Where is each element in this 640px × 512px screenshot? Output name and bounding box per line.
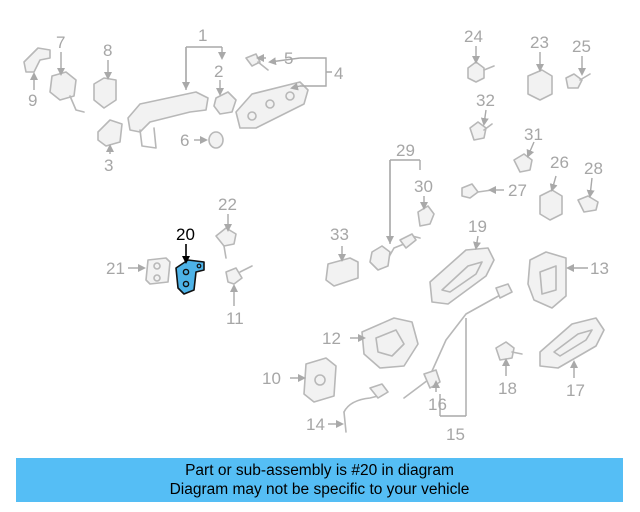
part-4-handle-base — [235, 81, 309, 129]
part-11-bolt — [225, 265, 253, 285]
callout-26: 26 — [550, 153, 569, 172]
callout-1: 1 — [198, 26, 207, 45]
part-8-cap — [93, 77, 117, 109]
callout-7: 7 — [56, 33, 65, 52]
callout-11: 11 — [226, 309, 244, 328]
part-6-grommet — [208, 131, 224, 149]
callout-10: 10 — [262, 369, 281, 388]
callout-15: 15 — [446, 425, 465, 444]
part-33-block — [325, 257, 359, 287]
callout-22: 22 — [218, 195, 237, 214]
part-28-bolt — [577, 195, 599, 213]
part-24-bolt — [467, 61, 495, 83]
caption-banner: Part or sub-assembly is #20 in diagram D… — [16, 458, 623, 502]
part-26-bracket — [539, 189, 563, 221]
part-7-lock-cylinder — [49, 71, 85, 113]
part-5-screw — [245, 53, 269, 71]
callout-5: 5 — [284, 49, 293, 68]
part-2-clip — [213, 91, 237, 115]
callout-29: 29 — [396, 141, 415, 160]
parts-diagram: 1 2 3 4 5 6 7 8 9 10 11 12 13 14 15 16 1… — [23, 26, 609, 444]
callout-2: 2 — [214, 62, 223, 81]
callout-12: 12 — [322, 329, 341, 348]
callout-31: 31 — [524, 125, 543, 144]
callout-numbers: 1 2 3 4 5 6 7 8 9 10 11 12 13 14 15 16 1… — [28, 26, 609, 444]
part-32-bolt — [469, 121, 493, 141]
callout-20: 20 — [176, 225, 195, 244]
part-20-highlighted[interactable] — [175, 259, 205, 295]
part-27-bolt — [461, 183, 493, 199]
callout-8: 8 — [103, 41, 112, 60]
callout-4: 4 — [334, 64, 343, 83]
part-3-pad — [97, 119, 123, 147]
callout-27: 27 — [508, 181, 527, 200]
part-9-bracket — [23, 47, 51, 73]
callout-30: 30 — [414, 177, 433, 196]
callout-33: 33 — [330, 225, 349, 244]
callout-25: 25 — [572, 37, 591, 56]
part-10-actuator — [303, 357, 337, 403]
callout-13: 13 — [590, 259, 609, 278]
callout-17: 17 — [566, 381, 585, 400]
part-13-bracket — [527, 251, 567, 309]
part-15-rod — [403, 283, 513, 399]
caption-line-2: Diagram may not be specific to your vehi… — [169, 481, 470, 498]
part-12-door-latch — [361, 317, 419, 369]
part-18-bolt — [495, 341, 523, 361]
part-22-bolt — [215, 227, 237, 259]
part-19-inside-handle — [429, 247, 495, 305]
callout-23: 23 — [530, 33, 549, 52]
part-1-outside-handle — [127, 91, 209, 149]
callout-28: 28 — [584, 159, 603, 178]
callout-16: 16 — [428, 395, 447, 414]
callout-9: 9 — [28, 91, 37, 110]
part-30-clip — [417, 205, 435, 227]
caption-line-1: Part or sub-assembly is #20 in diagram — [185, 462, 454, 479]
leader-lines — [30, 46, 595, 428]
callout-3: 3 — [104, 156, 113, 175]
callout-32: 32 — [476, 91, 495, 110]
callout-19: 19 — [468, 217, 487, 236]
callout-6: 6 — [180, 131, 189, 150]
part-21-plate — [145, 257, 171, 285]
part-31-bolt — [513, 153, 533, 173]
callout-18: 18 — [498, 379, 517, 398]
part-25-bolt — [565, 73, 591, 89]
part-14-cable — [343, 383, 389, 433]
part-29-rod — [369, 233, 421, 271]
callout-21: 21 — [106, 259, 125, 278]
callout-24: 24 — [464, 27, 483, 46]
part-23-bracket — [527, 69, 553, 101]
callout-14: 14 — [306, 415, 325, 434]
part-17-inside-handle — [539, 317, 605, 369]
